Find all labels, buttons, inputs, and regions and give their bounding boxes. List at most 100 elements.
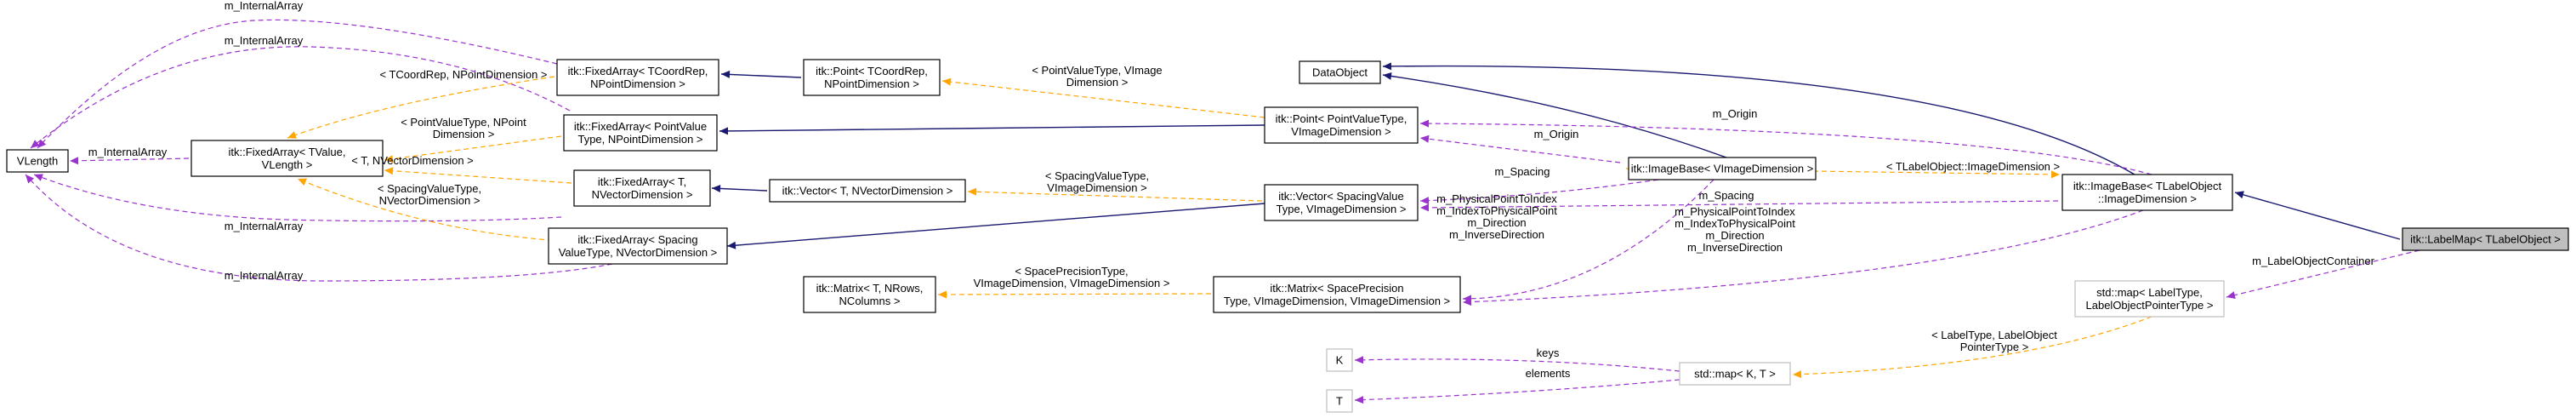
edge-label-line: PointerType > xyxy=(1960,341,2029,353)
edge-label-line: m_InternalArray xyxy=(225,220,304,232)
edge-label-members-2: m_PhysicalPointToIndexm_IndexToPhysicalP… xyxy=(1675,205,1795,254)
node-stdmap-kt[interactable]: std::map< K, T > xyxy=(1679,362,1791,386)
edge-use-11 xyxy=(25,174,613,282)
node-stdmap-label[interactable]: std::map< LabelType,LabelObjectPointerTy… xyxy=(2074,280,2225,318)
edge-label-line: m_Direction xyxy=(1705,229,1764,242)
edge-use-8 xyxy=(30,46,571,149)
node-label: VLength xyxy=(17,155,58,168)
edge-label-line: < PointValueType, NPoint xyxy=(401,116,526,129)
edge-label-m-internal-array-mid: m_InternalArray xyxy=(88,146,168,158)
node-matrix-t[interactable]: itk::Matrix< T, NRows,NColumns > xyxy=(803,276,936,313)
node-fa-tcoordrep[interactable]: itk::FixedArray< TCoordRep,NPointDimensi… xyxy=(556,59,719,96)
edge-label-line: < TLabelObject::ImageDimension > xyxy=(1886,160,2060,173)
edge-use-7 xyxy=(37,19,558,149)
node-label: ValueType, NVectorDimension > xyxy=(559,246,718,259)
edge-label-line: m_InternalArray xyxy=(225,0,304,12)
node-label: itk::Matrix< SpacePrecision xyxy=(1270,282,1403,295)
node-label: NVectorDimension > xyxy=(592,188,693,201)
edge-tpl-25 xyxy=(1792,316,2152,379)
node-labelmap[interactable]: itk::LabelMap< TLabelObject > xyxy=(2402,227,2569,251)
node-label: itk::FixedArray< PointValue xyxy=(574,120,707,133)
edge-inh-0 xyxy=(726,202,1277,249)
node-label: VImageDimension > xyxy=(1291,125,1390,138)
edge-use-17 xyxy=(1462,209,2144,306)
diagram-edges xyxy=(25,19,2420,404)
edge-label-line: m_IndexToPhysicalPoint xyxy=(1675,217,1795,230)
edge-label-line: m_InternalArray xyxy=(225,34,304,47)
edge-label-line: m_InternalArray xyxy=(88,146,168,158)
node-label: itk::Matrix< T, NRows, xyxy=(816,282,924,295)
node-label: Type, VImageDimension, VImageDimension > xyxy=(1224,295,1450,307)
edge-label-line: m_InverseDirection xyxy=(1449,228,1544,241)
node-label: NColumns > xyxy=(839,295,901,307)
edge-label-line: m_Spacing xyxy=(1494,165,1550,178)
node-label: itk::FixedArray< TCoordRep, xyxy=(568,65,708,77)
edge-inh-6 xyxy=(711,185,768,192)
node-imagebase-t[interactable]: itk::ImageBase< TLabelObject::ImageDimen… xyxy=(2061,174,2233,211)
edge-label-m-internal-array-lower: m_InternalArray xyxy=(225,220,304,232)
node-label: itk::Point< PointValueType, xyxy=(1276,112,1407,125)
node-vlength[interactable]: VLength xyxy=(6,149,69,173)
edge-label-line: elements xyxy=(1526,367,1571,380)
edge-label-line: m_PhysicalPointToIndex xyxy=(1675,205,1795,218)
edge-tpl-26 xyxy=(287,76,555,139)
edge-use-10 xyxy=(33,174,562,222)
edge-tpl-27 xyxy=(384,135,562,163)
node-label: NPointDimension > xyxy=(590,77,685,90)
node-vector-t[interactable]: itk::Vector< T, NVectorDimension > xyxy=(769,179,966,203)
edge-label-tpl-vector: < SpacingValueType,VImageDimension > xyxy=(1045,169,1149,194)
edge-label-elements: elements xyxy=(1526,367,1571,380)
edge-inh-5 xyxy=(720,70,802,78)
edge-label-line: < SpacePrecisionType, xyxy=(1015,265,1128,278)
node-label: Type, VImageDimension > xyxy=(1277,203,1407,215)
edge-label-tpl-spacing-fa: < SpacingValueType,NVectorDimension > xyxy=(378,182,481,207)
node-label: itk::LabelMap< TLabelObject > xyxy=(2410,233,2561,246)
node-label: NPointDimension > xyxy=(824,77,919,90)
node-imagebase-v[interactable]: itk::ImageBase< VImageDimension > xyxy=(1628,157,1817,180)
node-fa-spacing[interactable]: itk::FixedArray< SpacingValueType, NVect… xyxy=(548,227,728,265)
edge-label-members-1: m_PhysicalPointToIndexm_IndexToPhysicalP… xyxy=(1436,192,1557,241)
edge-label-tpl-matrix: < SpacePrecisionType,VImageDimension, VI… xyxy=(974,265,1170,289)
edge-use-14 xyxy=(1419,179,1659,205)
edge-inh-4 xyxy=(719,124,1265,135)
node-vector-spacing[interactable]: itk::Vector< SpacingValueType, VImageDim… xyxy=(1264,184,1419,221)
node-label: std::map< LabelType, xyxy=(2096,286,2203,299)
edge-label-line: < TCoordRep, NPointDimension > xyxy=(379,68,547,81)
node-label: itk::ImageBase< VImageDimension > xyxy=(1631,163,1814,175)
node-t[interactable]: T xyxy=(1326,389,1353,413)
edge-label-line: Dimension > xyxy=(433,128,495,140)
edge-label-m-internal-array-2: m_InternalArray xyxy=(225,34,304,47)
node-label: std::map< K, T > xyxy=(1694,368,1776,381)
node-label: T xyxy=(1336,395,1343,408)
edge-inh-3 xyxy=(1382,72,1727,158)
node-label: itk::ImageBase< TLabelObject xyxy=(2073,180,2222,192)
edge-label-line: < PointValueType, VImage xyxy=(1032,64,1162,77)
edge-label-m-internal-array-top: m_InternalArray xyxy=(225,0,304,12)
node-fa-pointvalue[interactable]: itk::FixedArray< PointValueType, NPointD… xyxy=(563,114,718,152)
node-dataobject[interactable]: DataObject xyxy=(1299,60,1381,84)
node-label: itk::FixedArray< T, xyxy=(598,175,686,188)
edge-label-line: m_InverseDirection xyxy=(1687,241,1783,254)
node-label: itk::Vector< SpacingValue xyxy=(1278,190,1404,203)
edge-tpl-28 xyxy=(384,167,572,184)
node-fa-t-nvector[interactable]: itk::FixedArray< T,NVectorDimension > xyxy=(573,169,711,207)
edge-label-line: VImageDimension, VImageDimension > xyxy=(974,277,1170,289)
node-label: itk::Vector< T, NVectorDimension > xyxy=(782,185,953,198)
edge-label-line: NVectorDimension > xyxy=(379,194,481,207)
edge-label-line: VImageDimension > xyxy=(1047,181,1146,194)
node-point-pointvalue[interactable]: itk::Point< PointValueType,VImageDimensi… xyxy=(1264,106,1419,144)
edge-label-m-origin-2: m_Origin xyxy=(1534,128,1579,140)
node-fa-tvalue[interactable]: itk::FixedArray< TValue,VLength > xyxy=(190,140,384,177)
node-k[interactable]: K xyxy=(1326,348,1353,372)
node-matrix-spaceprecision[interactable]: itk::Matrix< SpacePrecisionType, VImageD… xyxy=(1213,276,1461,313)
edge-label-line: m_Origin xyxy=(1534,128,1579,140)
edge-label-line: < LabelType, LabelObject xyxy=(1931,329,2057,341)
edge-use-19 xyxy=(1354,356,1680,372)
edge-tpl-23 xyxy=(937,290,1212,299)
edge-label-line: m_Origin xyxy=(1713,107,1758,120)
edge-label-line: < T, NVectorDimension > xyxy=(351,154,474,167)
edge-label-m-origin-1: m_Origin xyxy=(1713,107,1758,120)
node-label: ::ImageDimension > xyxy=(2098,192,2197,205)
node-point-tcoordrep[interactable]: itk::Point< TCoordRep,NPointDimension > xyxy=(803,59,941,96)
